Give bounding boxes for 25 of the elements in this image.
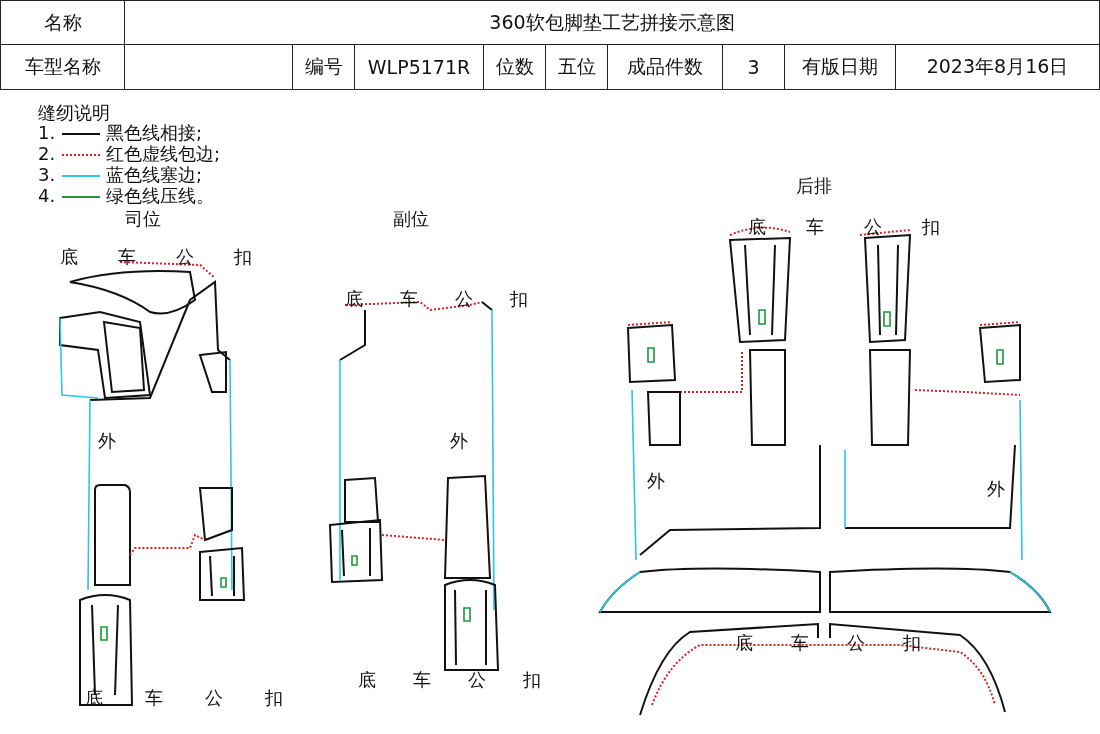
diagram-title: 360软包脚垫工艺拼接示意图: [124, 0, 1100, 45]
edge-note: 底车公扣: [60, 248, 292, 266]
list-number: 2.: [38, 145, 56, 163]
legend-text: 蓝色线塞边;: [106, 166, 203, 184]
legend-text: 红色虚线包边;: [106, 145, 221, 163]
legend-heading: 缝纫说明: [38, 104, 110, 122]
side-mark: 外: [987, 480, 1005, 498]
side-mark: 外: [647, 472, 665, 490]
side-mark: 外: [450, 432, 468, 450]
legend-text: 黑色线相接;: [106, 124, 203, 142]
edge-note: 底车公扣: [358, 671, 578, 689]
list-number: 1.: [38, 124, 56, 142]
list-number: 3.: [38, 166, 56, 184]
side-mark: 外: [98, 432, 116, 450]
edge-note: 底车公扣: [735, 634, 959, 652]
table-cell: 名称: [0, 0, 125, 45]
legend-text: 绿色线压线。: [106, 187, 214, 205]
edge-note: 底车公扣: [748, 218, 980, 236]
edge-note: 底车公扣: [345, 290, 565, 308]
table-cell: 车型名称: [0, 44, 125, 90]
list-number: 4.: [38, 187, 56, 205]
section-title: 司位: [125, 210, 161, 228]
section-title: 副位: [393, 210, 429, 228]
table-cell: 2023年8月16日: [895, 44, 1100, 90]
section-title: 后排: [796, 177, 832, 195]
